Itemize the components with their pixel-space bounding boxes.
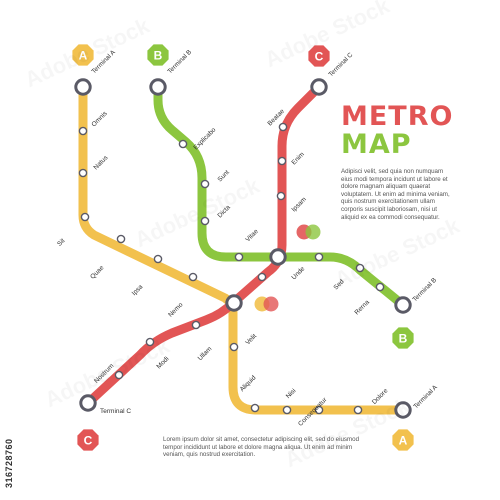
station-marker[interactable] (353, 405, 363, 415)
station-marker[interactable] (355, 263, 365, 273)
station-marker[interactable] (229, 342, 239, 352)
terminal-label: Terminal C (327, 51, 354, 78)
line-a-badge (392, 429, 414, 451)
station-marker[interactable] (375, 282, 385, 292)
line-a-badge (72, 44, 94, 66)
terminal-label: Terminal A (412, 384, 439, 411)
description-text: Adipisci velit, sed quia non numquam eiu… (341, 168, 450, 221)
station-label: Sed (332, 278, 345, 291)
station-marker[interactable] (250, 403, 260, 413)
station-label: Sit (56, 237, 66, 247)
title-map: MAP (341, 129, 412, 160)
station-marker[interactable] (80, 212, 90, 222)
station-marker[interactable] (282, 405, 292, 415)
station-label: Ipsa (131, 283, 145, 297)
line-badges: A B C B A C (72, 44, 414, 451)
station-label: Vitae (244, 228, 260, 244)
station-marker[interactable] (277, 156, 287, 166)
terminal-label: Terminal C (100, 408, 131, 415)
station-label: Ipsam (290, 196, 307, 213)
station-label: Sunt (216, 169, 231, 184)
station-label: Explicabo (192, 126, 217, 151)
line-b-badge (147, 44, 169, 66)
station-marker[interactable] (78, 168, 88, 178)
terminal-station[interactable] (394, 401, 412, 419)
station-label: Omnis (90, 110, 109, 129)
terminal-station[interactable] (149, 78, 167, 96)
footer-text: Lorem ipsum dolor sit amet, consectetur … (163, 436, 360, 459)
station-marker[interactable] (114, 370, 124, 380)
station-label: Nisi (285, 387, 298, 400)
station-marker[interactable] (278, 122, 288, 132)
title-metro: METRO (341, 101, 454, 132)
terminal-station[interactable] (310, 78, 328, 96)
station-marker[interactable] (257, 272, 267, 282)
station-marker[interactable] (314, 252, 324, 262)
terminal-station[interactable] (74, 78, 92, 96)
station-marker[interactable] (234, 252, 244, 262)
station-marker[interactable] (276, 191, 286, 201)
line-c-badge (77, 429, 99, 451)
station-label: Enim (290, 151, 305, 166)
station-label: Rerna (353, 299, 371, 317)
line-c-badge-label: C (84, 434, 93, 448)
line-b-badge (392, 327, 414, 349)
station-label: Aliquid (239, 374, 258, 393)
station-marker[interactable] (314, 405, 324, 415)
station-label: Modi (155, 355, 170, 370)
interchange-station[interactable] (225, 294, 243, 312)
station-label: Natus (92, 154, 109, 171)
station-marker[interactable] (200, 179, 210, 189)
terminal-label: Terminal B (166, 49, 193, 76)
station-marker[interactable] (178, 139, 188, 149)
station-label: Nemo (167, 301, 184, 318)
station-label: Unde (290, 265, 306, 281)
interchange-station[interactable] (269, 248, 287, 266)
station-marker[interactable] (188, 272, 198, 282)
station-label: Velit (244, 333, 258, 347)
terminal-label: Terminal B (411, 277, 438, 304)
station-label: Dicta (216, 204, 232, 220)
transfer-dot-bc (305, 224, 321, 240)
station-marker[interactable] (200, 216, 210, 226)
stations (74, 78, 412, 419)
line-a-badge-label: A (79, 49, 88, 63)
station-label: Dolore (371, 387, 390, 406)
station-marker[interactable] (78, 126, 88, 136)
line-b-badge-label: B (154, 49, 163, 63)
station-marker[interactable] (116, 234, 126, 244)
station-marker[interactable] (153, 254, 163, 264)
station-marker[interactable] (191, 320, 201, 330)
terminal-station[interactable] (79, 394, 97, 412)
terminal-station[interactable] (394, 296, 412, 314)
route-line-b (153, 82, 408, 310)
line-c-badge (308, 45, 330, 67)
terminal-label: Terminal A (90, 49, 117, 76)
stock-id: 316728760 (4, 438, 14, 488)
station-marker[interactable] (145, 337, 155, 347)
station-label: Quae (89, 264, 105, 280)
route-line-c (83, 82, 324, 408)
station-label: Ullam (197, 345, 214, 362)
transfer-indicators (254, 224, 321, 312)
line-a-badge-label: A (399, 434, 408, 448)
transfer-dot-ac (263, 296, 279, 312)
line-b-badge-label: B (399, 332, 408, 346)
line-c-badge-label: C (315, 50, 324, 64)
